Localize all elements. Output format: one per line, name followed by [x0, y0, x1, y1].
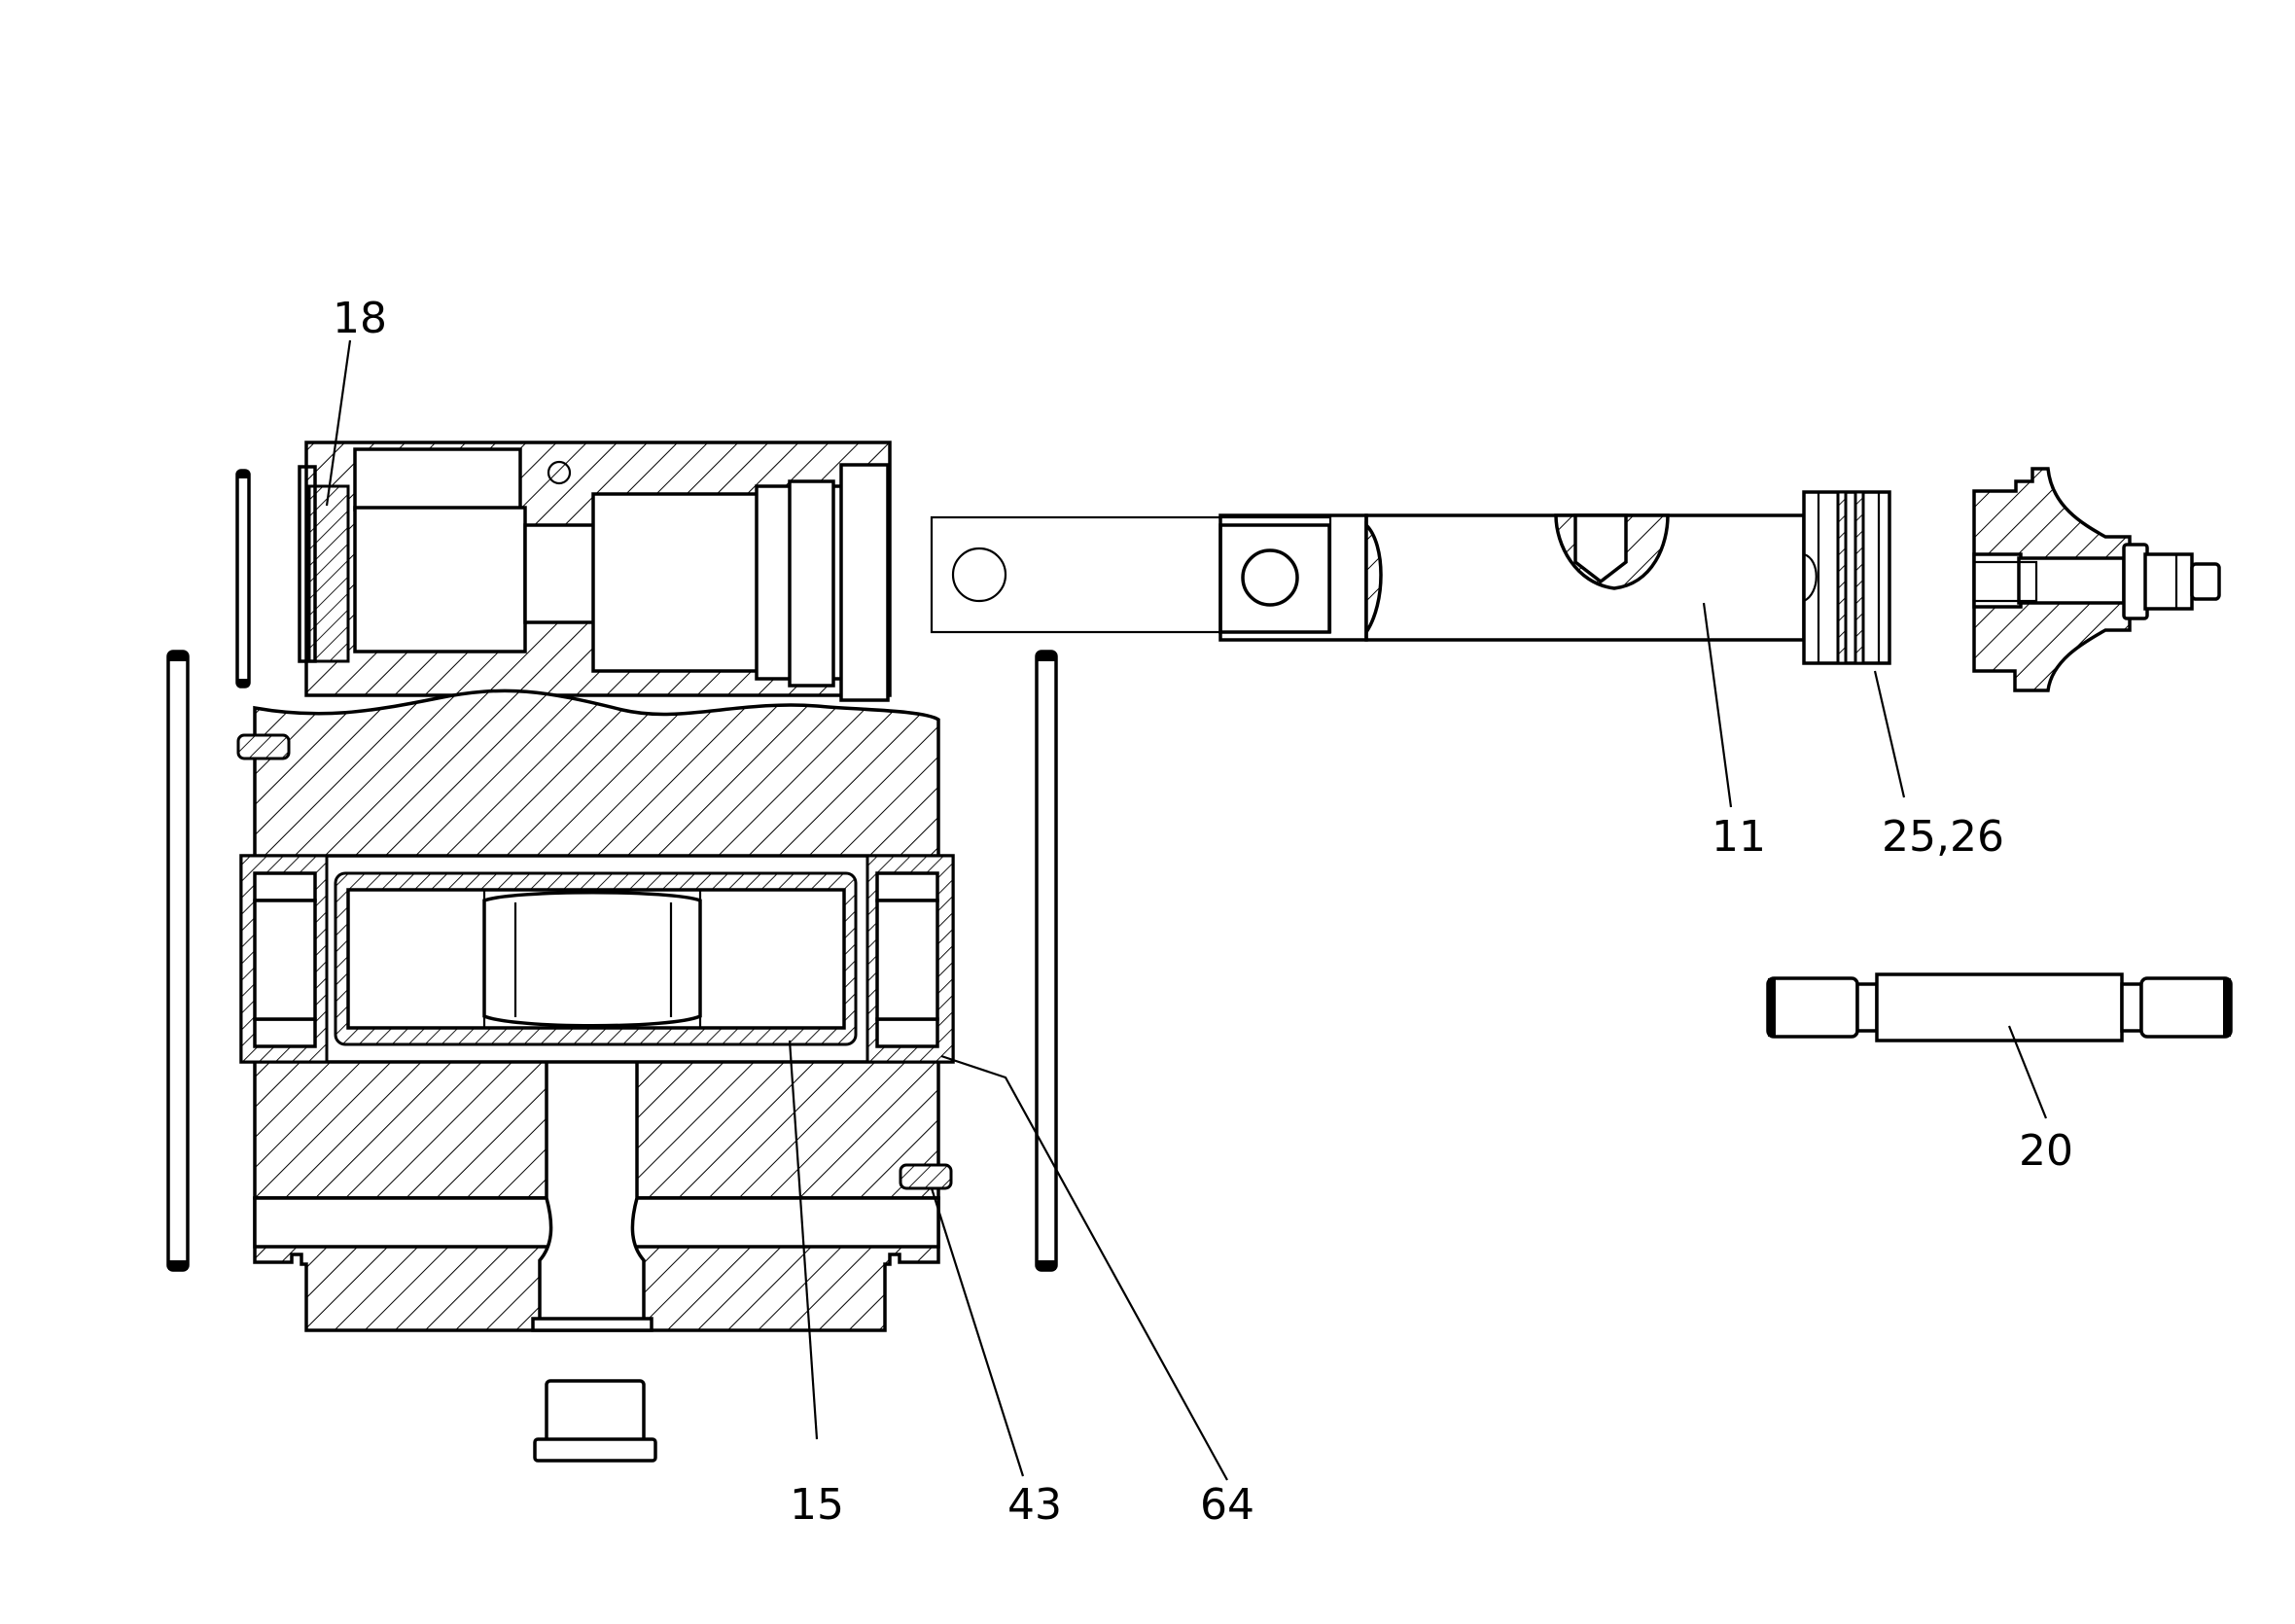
label-11: 11 — [1712, 812, 1766, 862]
tie-rod-short — [235, 469, 251, 688]
shaft-bearing-section — [239, 854, 955, 1064]
valve-block — [298, 441, 892, 702]
plug-left — [236, 733, 291, 760]
pin-20 — [1766, 972, 2233, 1042]
flange-fitting — [1972, 467, 2221, 692]
tie-rod-right — [1035, 650, 1058, 1272]
leader-lines — [325, 339, 2048, 1481]
label-25-26: 25,26 — [1882, 812, 2004, 862]
label-20: 20 — [2019, 1126, 2073, 1176]
label-18: 18 — [333, 294, 387, 343]
drain-plug — [533, 1379, 657, 1463]
tie-rod-left — [166, 650, 190, 1272]
label-43: 43 — [1007, 1480, 1062, 1530]
plug-43 — [899, 1163, 953, 1190]
label-64: 64 — [1200, 1480, 1254, 1530]
label-15: 15 — [790, 1480, 844, 1530]
pump-body-assembly — [166, 441, 1058, 1463]
connecting-rod-assembly — [930, 490, 1891, 665]
